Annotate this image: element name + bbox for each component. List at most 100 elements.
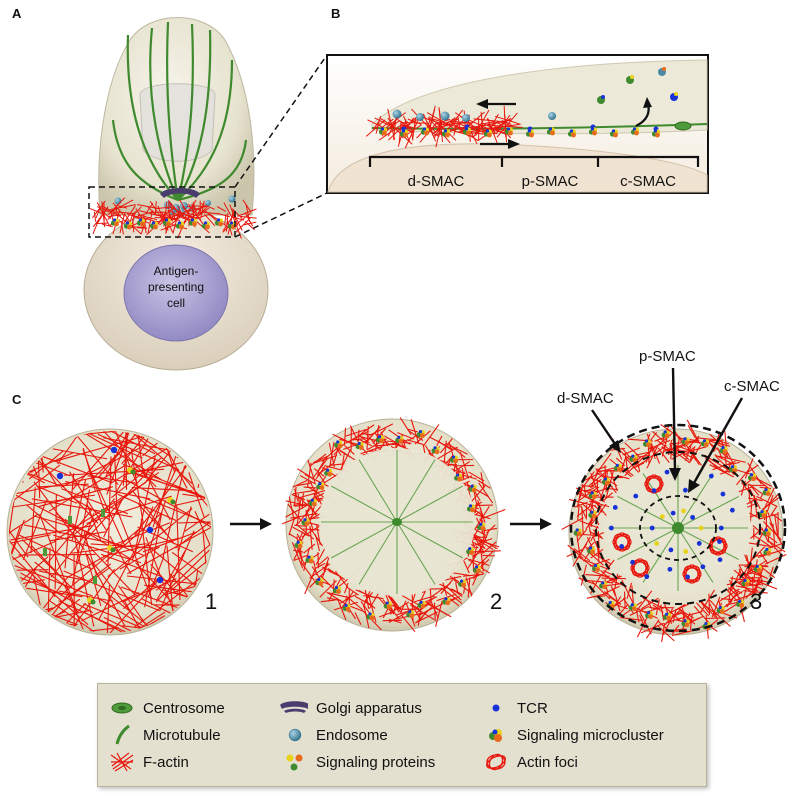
- centrosome-icon: [111, 702, 133, 714]
- actin-filament: [690, 443, 703, 462]
- actin-filament: [762, 520, 782, 541]
- actin-foci-icon: [486, 753, 506, 771]
- actin-filament: [92, 209, 107, 228]
- actin-filament: [22, 499, 48, 561]
- cluster-part: [192, 221, 197, 227]
- cluster-part: [457, 476, 463, 482]
- cluster-part: [127, 224, 132, 230]
- actin-filament: [631, 585, 635, 605]
- actin-filament: [404, 118, 420, 127]
- actin-filament: [472, 535, 486, 554]
- microtubule-spoke: [396, 485, 464, 523]
- actin-filament: [653, 606, 666, 610]
- cluster-part: [466, 130, 471, 136]
- actin-filament: [9, 431, 44, 442]
- cluster-part: [743, 578, 747, 583]
- actin-filament: [233, 212, 251, 227]
- legend-item-actin-foci: Actin foci: [483, 751, 578, 773]
- signaling-proteins-icon: [286, 754, 303, 771]
- actin-filament: [704, 457, 727, 474]
- apc-label-line2: presenting: [148, 280, 204, 294]
- cluster-part: [485, 129, 490, 133]
- microtubule-spoke: [358, 521, 398, 585]
- cluster-part: [460, 579, 464, 583]
- microtubule-spoke: [358, 459, 398, 523]
- actin-filament: [734, 468, 754, 476]
- legend-label-tcr: TCR: [517, 699, 548, 717]
- actin-filament: [107, 211, 116, 221]
- actin-filament: [316, 524, 321, 546]
- cluster-part: [451, 455, 456, 459]
- actin-filament: [359, 439, 372, 447]
- panel-b-microtubule: [371, 123, 708, 130]
- actin-filament: [155, 525, 211, 603]
- actin-filament: [244, 212, 254, 227]
- cluster-part: [548, 127, 553, 131]
- actin-filament: [113, 500, 152, 599]
- actin-filament: [154, 604, 211, 607]
- stage-number-2: 2: [490, 589, 502, 614]
- cluster-part: [550, 130, 555, 136]
- actin-filament: [364, 599, 376, 609]
- actin-filament: [352, 438, 364, 441]
- cluster-part: [468, 547, 472, 551]
- actin-filament: [313, 493, 320, 503]
- endosome-icon: [288, 728, 302, 742]
- actin-filament: [105, 615, 166, 633]
- actin-filament: [345, 595, 364, 611]
- actin-filament: [342, 439, 370, 451]
- actin-filament: [196, 203, 205, 216]
- cluster-part: [310, 498, 314, 502]
- actin-filament: [115, 211, 135, 215]
- actin-filament: [93, 211, 97, 222]
- cluster-part: [591, 513, 597, 519]
- cluster-part: [615, 463, 619, 468]
- actin-filament: [20, 572, 94, 613]
- tcr-dot: [681, 508, 686, 514]
- actin-filament: [433, 127, 441, 139]
- actin-filament: [231, 208, 243, 219]
- cluster-part: [756, 568, 762, 573]
- actin-filament: [333, 446, 339, 464]
- cluster-part: [327, 471, 333, 477]
- actin-filament: [743, 567, 753, 581]
- legend-label-centrosome: Centrosome: [143, 699, 225, 717]
- cluster-part: [203, 221, 208, 225]
- actin-filament: [288, 517, 296, 536]
- actin-filament: [629, 605, 650, 616]
- panel-b-region-c-smac: c-SMAC: [620, 173, 676, 190]
- actin-filament: [764, 553, 787, 565]
- actin-filament: [345, 430, 369, 444]
- actin-focus: [645, 475, 663, 493]
- actin-filament: [625, 451, 651, 459]
- cluster-part: [307, 555, 311, 559]
- cluster-part: [138, 218, 143, 222]
- actin-filament: [310, 453, 327, 467]
- actin-filament: [429, 436, 454, 451]
- actin-filament: [57, 431, 89, 465]
- actin-filament: [746, 554, 751, 573]
- legend-item-signaling-proteins: Signaling proteins: [274, 751, 435, 773]
- actin-filament: [196, 207, 210, 218]
- actin-filament: [292, 502, 313, 506]
- actin-filament: [718, 455, 746, 463]
- actin-filament: [327, 592, 349, 598]
- actin-filament: [237, 208, 257, 217]
- legend-item-f-actin: F-actin: [109, 751, 189, 773]
- tcr-dot: [698, 525, 704, 531]
- actin-filament: [469, 485, 486, 504]
- actin-filament: [91, 560, 131, 613]
- cluster-part: [634, 130, 639, 136]
- actin-filament: [119, 213, 125, 234]
- actin-filament: [120, 220, 124, 235]
- cluster-part: [336, 589, 341, 595]
- protein-dot: [93, 576, 97, 584]
- actin-filament: [438, 107, 443, 136]
- actin-filament: [624, 457, 641, 475]
- actin-filament: [345, 586, 359, 596]
- actin-filament: [109, 535, 132, 575]
- actin-filament: [615, 457, 625, 466]
- actin-filament: [595, 452, 612, 475]
- actin-filament: [578, 486, 599, 502]
- actin-filament: [741, 482, 750, 493]
